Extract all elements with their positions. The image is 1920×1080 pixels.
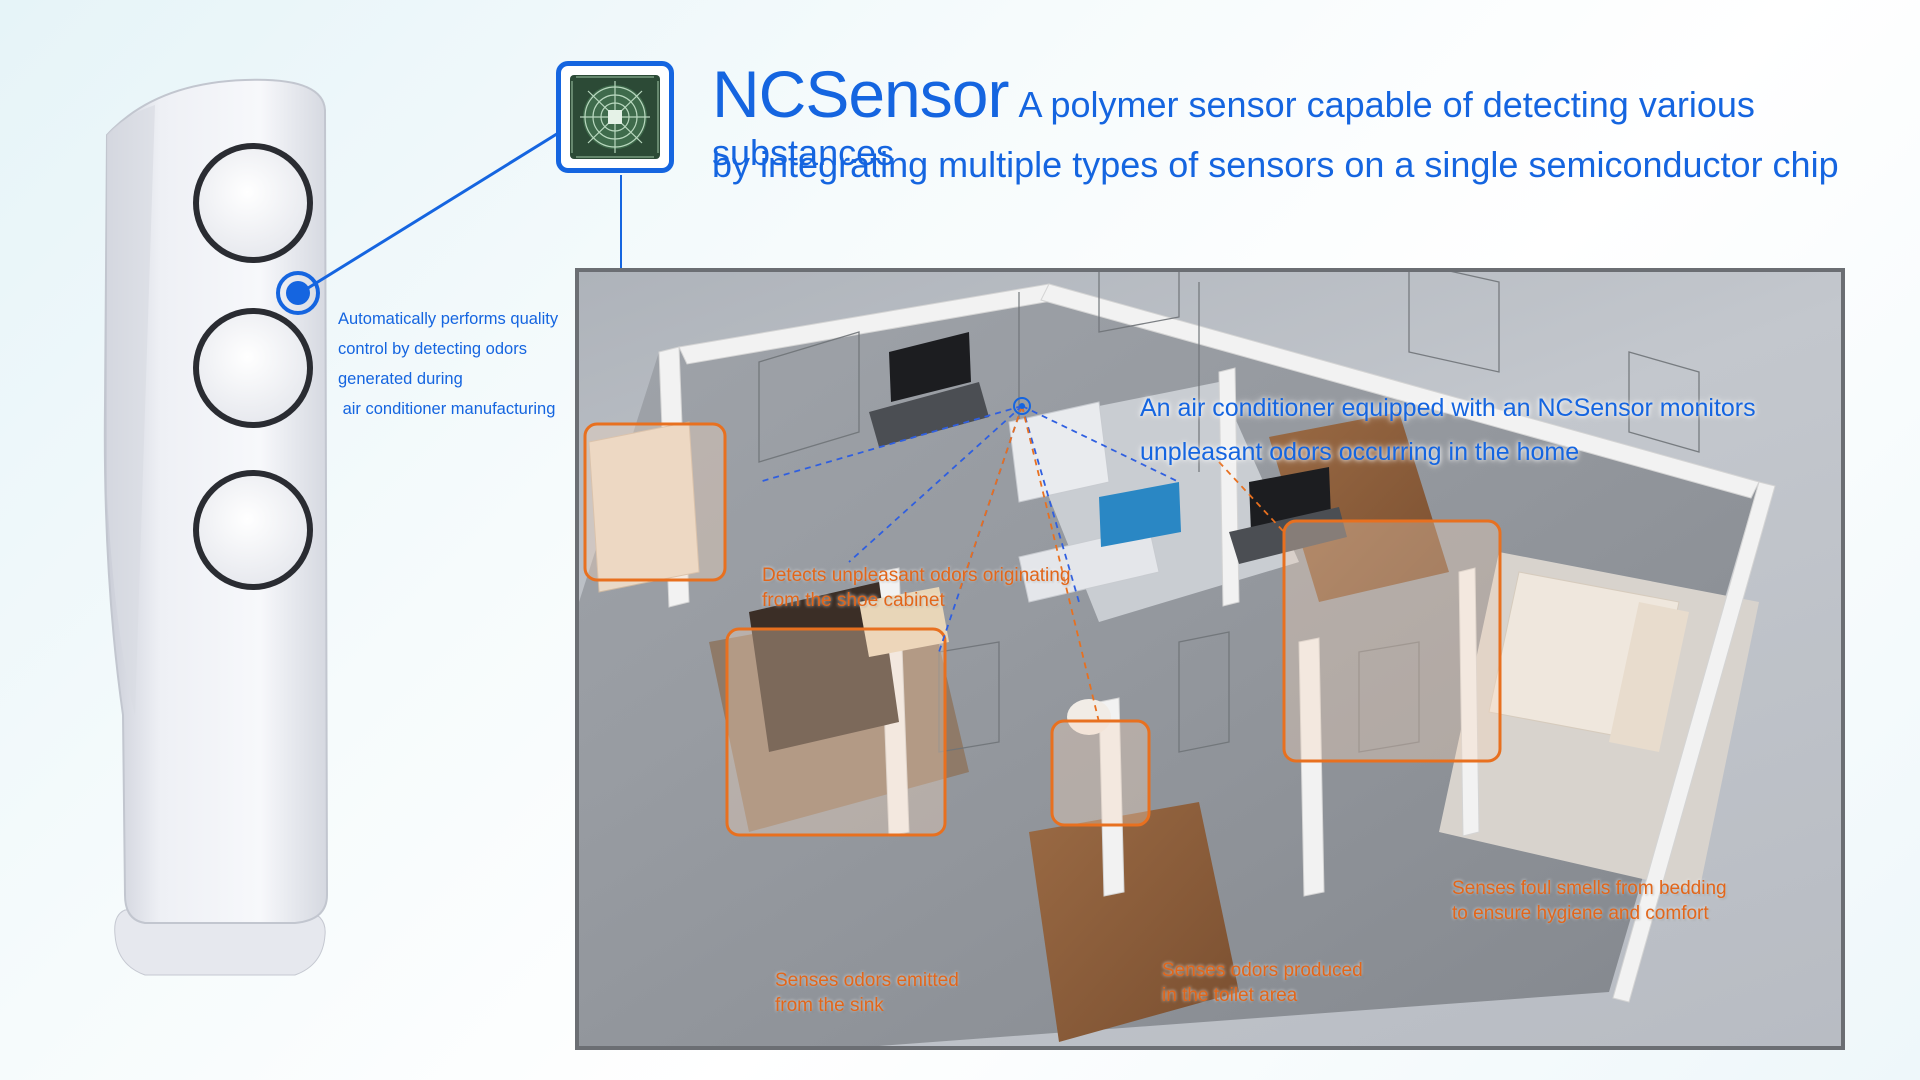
factory-qc-caption: Automatically performs quality control b… bbox=[338, 310, 559, 418]
tagline-line-2: by integrating multiple types of sensors… bbox=[712, 144, 1839, 185]
sensor-chip-icon bbox=[556, 61, 674, 173]
home-monitoring-callout: An air conditioner equipped with an NCSe… bbox=[1140, 386, 1840, 474]
callout-line-1: An air conditioner equipped with an NCSe… bbox=[1140, 394, 1756, 422]
bed-caption-line-2: to ensure hygiene and comfort bbox=[1452, 903, 1709, 924]
home-floor-plan bbox=[575, 268, 1845, 1050]
kitchen-sink-caption: Senses odors emitted from the sink bbox=[775, 968, 959, 1018]
toilet-caption: Senses odors produced in the toilet area bbox=[1162, 958, 1363, 1008]
sink-caption-line-1: Senses odors emitted bbox=[775, 970, 959, 991]
toilet-caption-line-1: Senses odors produced bbox=[1162, 960, 1363, 981]
toilet-caption-line-2: in the toilet area bbox=[1162, 985, 1298, 1006]
brand-title: NCSensor bbox=[712, 57, 1009, 131]
sink-caption-line-2: from the sink bbox=[775, 995, 884, 1016]
tagline-line-1: A polymer sensor capable of detecting va… bbox=[712, 84, 1755, 173]
shoe-caption-line-2: from the shoe cabinet bbox=[762, 590, 945, 611]
shoe-cabinet-caption: Detects unpleasant odors originating fro… bbox=[762, 563, 1070, 613]
bedroom-caption: Senses foul smells from bedding to ensur… bbox=[1452, 876, 1727, 926]
air-conditioner-illustration bbox=[95, 75, 345, 985]
shoe-caption-line-1: Detects unpleasant odors originating bbox=[762, 565, 1071, 586]
callout-line-2: unpleasant odors occurring in the home bbox=[1140, 438, 1580, 466]
bed-caption-line-1: Senses foul smells from bedding bbox=[1452, 878, 1727, 899]
